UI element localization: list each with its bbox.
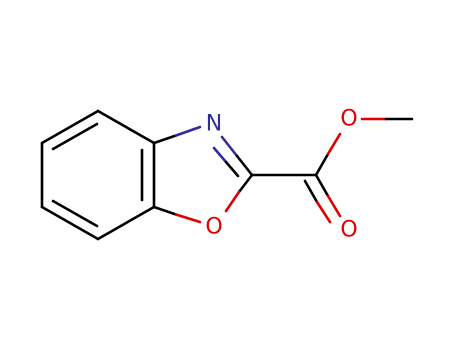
bond-c3a-n3-black	[152, 134, 178, 145]
bond-carbonyl-1-black	[314, 173, 330, 198]
bond-carbonyl-1-red	[326, 194, 342, 218]
bond-cester-ome-red	[326, 132, 342, 156]
atom-o-methoxy-label: O	[340, 107, 357, 132]
bond-c4-c5	[40, 109, 100, 145]
bond-c2-o1-red	[224, 190, 241, 213]
bond-n3-c2-outer-blue	[220, 135, 239, 158]
bond-inner-c4-c5	[51, 122, 99, 151]
bond-c7a-o1-black	[152, 205, 178, 216]
bond-carbonyl-2-black	[303, 179, 319, 204]
bond-n3-c2-outer-black	[235, 154, 254, 177]
bond-c7-c7a	[96, 205, 156, 241]
atom-n-label: N	[206, 112, 222, 137]
atom-o-carbonyl-label: O	[340, 218, 357, 243]
bond-c7a-o1-red	[174, 213, 202, 224]
bond-c3a-n3-blue	[174, 125, 202, 137]
bond-carbonyl-2-red	[315, 200, 332, 224]
bond-c2-o1-black	[237, 173, 254, 194]
bond-c3a-c4	[96, 109, 156, 145]
bond-c6-c7	[40, 205, 100, 241]
bond-inner-c6-c7	[51, 199, 99, 228]
bond-n3-c2-inner-black	[224, 160, 240, 178]
bond-cester-ome-black	[314, 152, 330, 177]
bond-n3-c2-inner-blue	[212, 146, 228, 164]
atom-o-ring-label: O	[205, 215, 222, 240]
